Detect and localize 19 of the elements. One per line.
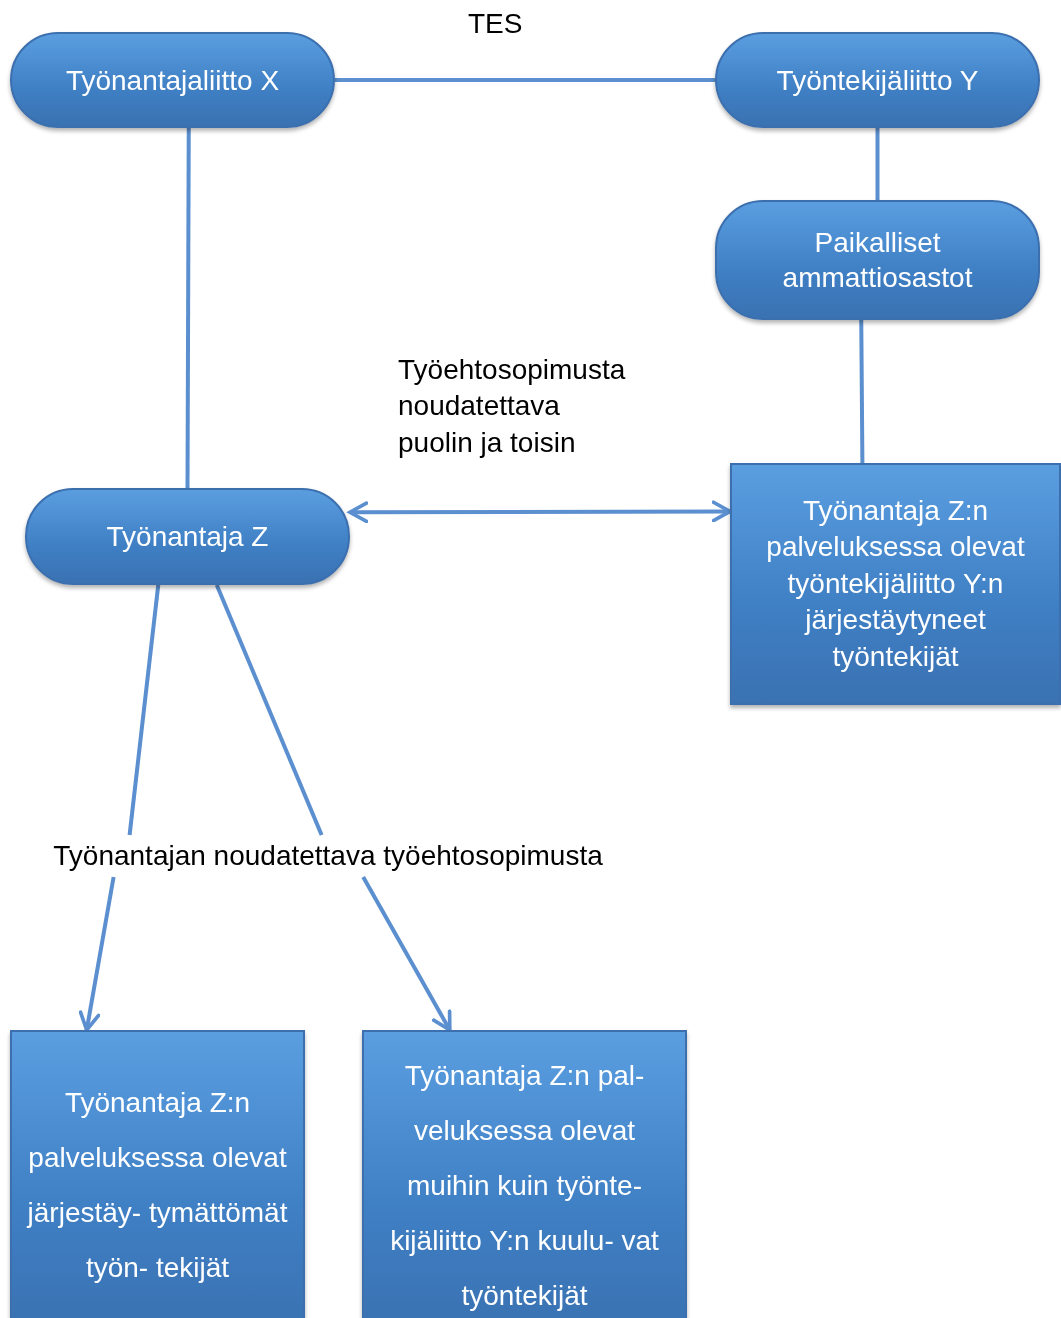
arrow xyxy=(361,876,452,1032)
process-box: Työnantaja Z:n pal- veluksessa olevat muihin kuin työnte- kijäliitto Y:n kuulu- vat työntekijät xyxy=(362,1030,687,1318)
connector-line xyxy=(875,128,880,200)
edge-label: Työehtosopimusta noudatettava puolin ja toisin xyxy=(398,353,627,460)
connector-line xyxy=(185,128,191,488)
arrow xyxy=(78,876,116,1032)
rounded-box: Työnantajaliitto X xyxy=(10,32,335,128)
edge-label: TES xyxy=(468,7,523,41)
process-box: Työnantaja Z:n palveluksessa olevat työntekijäliitto Y:n järjestäytyneet työntekijät xyxy=(730,463,1061,705)
rounded-box: Paikalliset ammattiosastot xyxy=(715,200,1040,320)
connector-line xyxy=(127,584,161,836)
rounded-box: Työntekijäliitto Y xyxy=(715,32,1040,128)
rounded-box: Työnantaja Z xyxy=(25,488,350,585)
connector-line xyxy=(335,78,715,82)
process-box: Työnantaja Z:n palveluksessa olevat järjestäy- tymättömät työn- tekijät xyxy=(10,1030,305,1318)
arrow xyxy=(348,500,732,524)
bare-text: Työnantajan noudatettava työehtosopimusta xyxy=(8,835,648,877)
connector-line xyxy=(214,584,324,836)
connector-line xyxy=(859,320,865,463)
